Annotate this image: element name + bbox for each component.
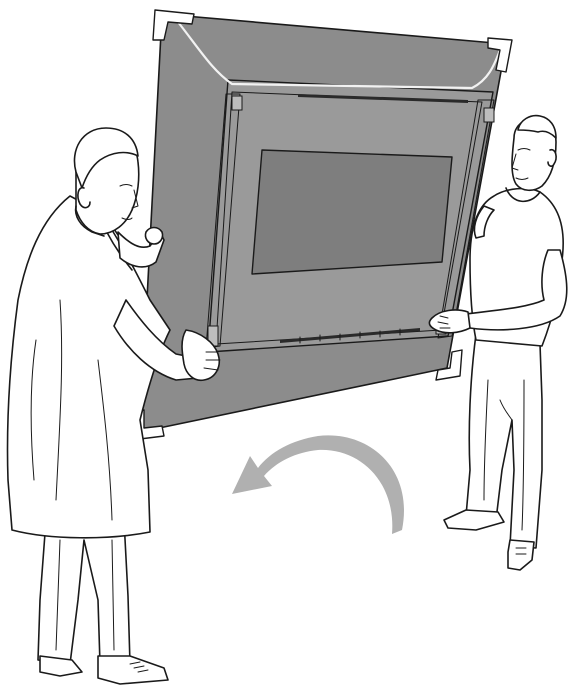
rotation-arrow [232,435,404,534]
bracket-top-left [232,96,242,110]
person-right-shoe-right [508,540,534,570]
person-left-trousers [38,520,130,664]
center-plate [252,150,452,274]
person-right-shoe-left [444,510,504,530]
bracket-top-right [484,108,494,122]
person-left-hand-top [145,228,162,245]
person-left-shoe-right [98,656,168,684]
person-left-shoe-left [40,656,82,676]
